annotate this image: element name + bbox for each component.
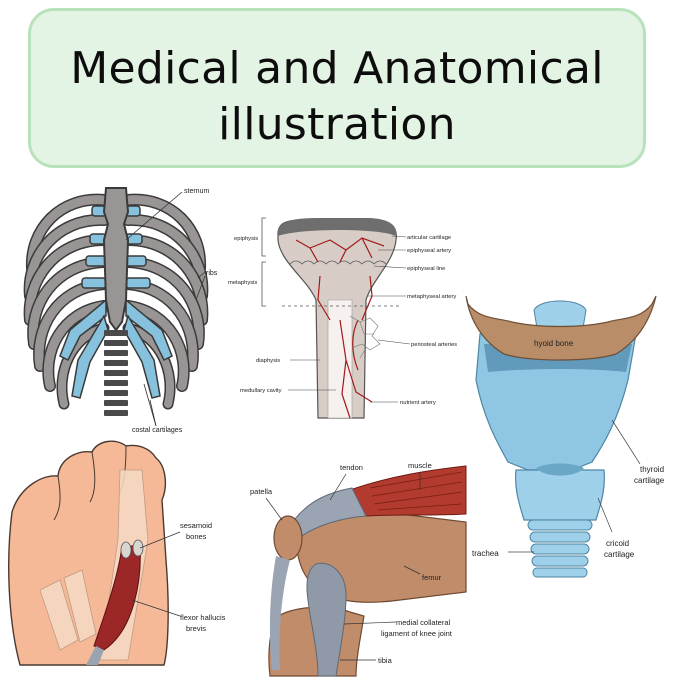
muscle-fibers	[369, 471, 463, 511]
label-tendon: tendon	[340, 463, 363, 472]
label-muscle: muscle	[408, 461, 432, 470]
label-hyoid-bone: hyoid bone	[534, 339, 574, 348]
flexor-tendon	[86, 646, 104, 665]
foot-leader-lines	[131, 531, 181, 617]
knee-illustration: tendon muscle patella femur medial colla…	[250, 461, 467, 677]
knee-leader-lines	[265, 472, 421, 661]
periosteal-network	[349, 315, 381, 359]
bone-leader-lines	[288, 235, 411, 403]
bone-label-group: epiphysis metaphysis diaphysis medullary…	[228, 235, 457, 406]
label-sternum: sternum	[184, 188, 209, 195]
label-femur: femur	[422, 573, 442, 582]
page-title: Medical and Anatomical illustration	[31, 41, 643, 153]
label-epiphyseal-artery: epiphyseal artery	[407, 248, 451, 254]
label-ribs: ribs	[206, 270, 218, 277]
larynx-illustration: hyoid bone thyroid cartilage cricoid car…	[465, 295, 665, 578]
sternum-shape	[102, 187, 130, 332]
label-sesamoid-bones-line-1: sesamoid	[180, 521, 212, 530]
spine	[104, 330, 128, 416]
label-mcl-line-1: medial collateral	[396, 618, 451, 627]
page-title-line-2: illustration	[218, 99, 456, 150]
label-trachea: trachea	[472, 549, 499, 558]
label-metaphyseal-artery: metaphyseal artery	[407, 294, 456, 300]
label-thyroid-cartilage-line-2: cartilage	[634, 476, 665, 485]
bone-bracket-lines	[261, 217, 400, 307]
title-banner: Medical and Anatomical illustration	[28, 8, 646, 168]
trachea-rings	[527, 519, 593, 578]
label-flexor-line-2: brevis	[186, 624, 206, 633]
patella-shape	[273, 515, 303, 561]
label-thyroid-cartilage-line-1: thyroid	[640, 465, 664, 474]
label-cricoid-cartilage-line-2: cartilage	[604, 550, 635, 559]
ribcage-leader-lines	[125, 191, 206, 427]
hyoid-bone-shape	[465, 295, 657, 361]
larynx-leader-lines	[508, 419, 641, 553]
patellar-ligament	[269, 556, 290, 670]
label-tibia: tibia	[378, 656, 393, 665]
label-articular-cartilage: articular cartilage	[407, 235, 451, 241]
muscle-shape	[349, 465, 467, 517]
page-title-line-1: Medical and Anatomical	[70, 43, 604, 94]
label-cricoid-cartilage-line-1: cricoid	[606, 539, 629, 548]
sesamoid-shapes	[120, 539, 144, 559]
label-nutrient-artery: nutrient artery	[400, 400, 436, 406]
thyroid-notch	[536, 463, 584, 476]
label-flexor-line-1: flexor hallucis	[180, 613, 226, 622]
ligament-shape	[306, 562, 347, 677]
label-metaphysis: metaphysis	[228, 280, 257, 286]
label-epiphysis: epiphysis	[234, 236, 258, 242]
label-periosteal-arteries: periosteal arteries	[411, 342, 457, 348]
medullary-cavity	[327, 299, 353, 419]
label-costal-cartilages: costal cartilages	[132, 427, 183, 434]
label-medullary-cavity: medullary cavity	[240, 388, 282, 394]
label-epiphyseal-line: epiphyseal line	[407, 266, 445, 272]
foot-illustration: sesamoid bones flexor hallucis brevis	[8, 440, 226, 666]
bone-arteries	[295, 237, 385, 419]
ribcage-illustration: sternum ribs costal cartilages	[23, 187, 218, 434]
articular-cartilage	[278, 218, 397, 236]
epiphyseal-line	[289, 260, 387, 265]
label-sesamoid-bones-line-2: bones	[186, 532, 207, 541]
label-mcl-line-2: ligament of knee joint	[381, 629, 453, 638]
tendon-shape	[293, 487, 367, 537]
bone-illustration: epiphysis metaphysis diaphysis medullary…	[228, 217, 457, 419]
cricoid-cartilage-shape	[515, 469, 605, 521]
label-diaphysis: diaphysis	[256, 358, 280, 364]
label-patella: patella	[250, 487, 273, 496]
